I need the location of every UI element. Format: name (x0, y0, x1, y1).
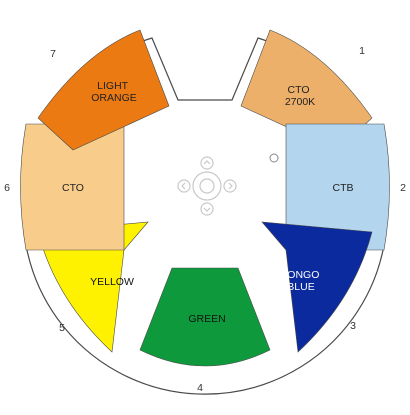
segment-slot-6 (20, 123, 125, 251)
segment-slot-3 (261, 221, 373, 353)
segment-label-6: CTO (62, 182, 84, 194)
slot-number-2: 2 (400, 182, 406, 194)
segment-label-4: GREEN (188, 313, 225, 325)
slot-number-1: 1 (359, 45, 365, 57)
segment-slot-1 (240, 29, 373, 151)
segment-slot-2 (285, 123, 390, 251)
segment-label-5: YELLOW (90, 276, 134, 288)
segment-label-1: CTO 2700K (285, 84, 315, 108)
slot-number-4: 4 (197, 382, 203, 394)
segment-label-7: LIGHT ORANGE (91, 80, 137, 104)
segment-label-2: CTB (333, 182, 354, 194)
mount-hole (269, 153, 279, 163)
slot-number-3: 3 (350, 320, 356, 332)
segment-slot-4 (139, 267, 271, 367)
segment-label-3: CONGO BLUE (280, 269, 323, 293)
slot-number-6: 6 (4, 182, 10, 194)
segment-slot-7 (37, 29, 170, 151)
move-crosshair-icon (177, 156, 237, 216)
slot-number-5: 5 (59, 322, 65, 334)
slot-number-7: 7 (50, 48, 56, 60)
